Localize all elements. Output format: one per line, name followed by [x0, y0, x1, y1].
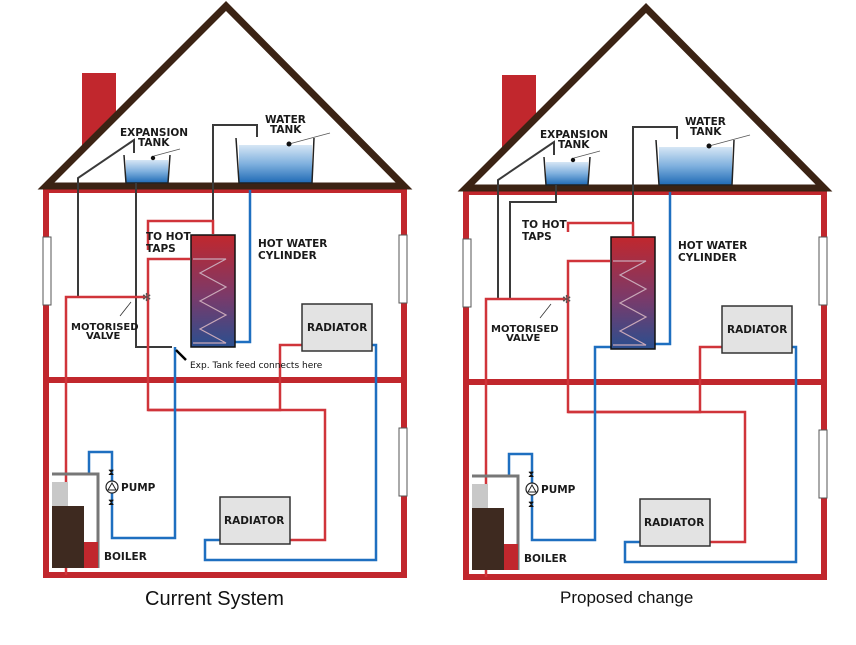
boiler-cupboard	[472, 474, 520, 570]
float-ball	[706, 143, 712, 149]
boiler-unit	[472, 508, 504, 570]
label-expansion-tank: EXPANSION	[540, 129, 608, 141]
label-water-tank-2: TANK	[270, 124, 302, 136]
caption-current-system: Current System	[145, 588, 284, 610]
label-pump: PUMP	[541, 484, 576, 496]
hot-pipe-rad-up	[698, 345, 722, 382]
cold-pipe-return	[87, 347, 177, 540]
hot-pipe-rad-down	[148, 408, 327, 542]
label-boiler: BOILER	[104, 551, 147, 563]
hot-pipe-taps	[146, 219, 215, 250]
window-left	[462, 238, 472, 308]
label-motorised-valve: MOTORISED	[491, 324, 559, 335]
hot-pipe-rad-down	[568, 410, 747, 544]
boiler-base	[504, 544, 518, 570]
pump-valve-top: ⧗	[528, 469, 534, 479]
feed-pipe-vent	[77, 138, 135, 297]
water-tank-outline	[235, 137, 315, 184]
motorised-valve-icon: ✻	[142, 292, 151, 304]
boiler-flue	[472, 484, 488, 508]
float-ball	[570, 157, 576, 163]
radiator-lower	[639, 498, 711, 547]
label-hot-water-cylinder-2: CYLINDER	[258, 250, 317, 262]
label-motorised-valve-2: VALVE	[86, 331, 121, 342]
window-right-lower	[818, 429, 828, 499]
water-tank-water	[239, 145, 312, 183]
boiler-cupboard	[52, 472, 100, 568]
label-to-hot-taps-2: TAPS	[522, 231, 552, 243]
diagram-proposed: ✻ ⧗ ⧗ EXPANSION TANK WATER TANK TO HOT T…	[457, 3, 833, 580]
pump-valve-bottom: ⧗	[528, 499, 534, 509]
label-motorised-valve: MOTORISED	[71, 322, 139, 333]
pump-arrow	[527, 483, 537, 493]
cylinder-coil	[613, 260, 648, 346]
float-ball	[286, 141, 292, 147]
float-arm	[708, 134, 751, 147]
valve-leader	[539, 303, 552, 319]
diagram-current: ✻ ⧗ ⧗ EXPANSION TANK WATER TANK TO HOT T…	[37, 1, 413, 578]
window-right-upper	[818, 236, 828, 306]
label-radiator-lower: RADIATOR	[224, 515, 284, 527]
feed-pipe-cold	[212, 124, 258, 234]
water-tank-water	[659, 147, 732, 185]
caption-proposed-change: Proposed change	[560, 588, 694, 607]
motorised-valve-icon: ✻	[562, 294, 571, 306]
annotation-arrow	[175, 349, 187, 361]
expansion-tank-outline	[543, 156, 591, 186]
window-right-lower	[398, 427, 408, 497]
radiator-lower	[219, 496, 291, 545]
boiler-unit	[52, 506, 84, 568]
valve-leader	[119, 301, 132, 317]
label-hot-water-cylinder-2: CYLINDER	[678, 252, 737, 264]
cold-pipe-rad-return	[203, 343, 378, 562]
pump-valve-bottom: ⧗	[108, 497, 114, 507]
annotation-exp-tank-feed: Exp. Tank feed connects here	[190, 361, 323, 371]
label-water-tank: WATER	[265, 114, 306, 126]
water-tank-outline	[655, 139, 735, 186]
label-water-tank: WATER	[685, 116, 726, 128]
label-to-hot-taps: TO HOT	[146, 231, 191, 243]
label-hot-water-cylinder: HOT WATER	[678, 240, 747, 252]
label-radiator-upper: RADIATOR	[307, 322, 367, 334]
radiator-upper	[301, 303, 373, 352]
label-radiator-lower: RADIATOR	[644, 517, 704, 529]
pump-arrow	[107, 481, 117, 491]
float-arm	[288, 132, 331, 145]
window-left	[42, 236, 52, 306]
radiator-upper	[721, 305, 793, 354]
label-expansion-tank-2: TANK	[138, 137, 170, 149]
feed-pipe-expansion	[135, 183, 172, 348]
label-pump: PUMP	[121, 482, 156, 494]
hot-water-cylinder	[610, 236, 656, 350]
label-to-hot-taps-2: TAPS	[146, 243, 176, 255]
feed-pipe-expansion	[509, 185, 557, 299]
window-right-upper	[398, 234, 408, 304]
pump-valve-top: ⧗	[108, 467, 114, 477]
cylinder-coil	[193, 258, 228, 344]
label-expansion-tank-2: TANK	[558, 139, 590, 151]
label-to-hot-taps: TO HOT	[522, 219, 567, 231]
label-water-tank-2: TANK	[690, 126, 722, 138]
float-arm	[153, 148, 181, 157]
expansion-tank-outline	[123, 154, 171, 184]
boiler-base	[84, 542, 98, 568]
label-expansion-tank: EXPANSION	[120, 127, 188, 139]
cold-pipe-return	[507, 345, 611, 542]
feed-pipe-vent	[497, 140, 555, 299]
expansion-tank-water	[546, 162, 588, 185]
boiler-flue	[52, 482, 68, 506]
feed-pipe-cold	[632, 126, 678, 236]
cold-pipe-rad-return	[623, 345, 798, 564]
hot-pipe-rad-up	[278, 343, 302, 380]
float-ball	[150, 155, 156, 161]
hot-pipe-taps	[566, 221, 635, 236]
label-radiator-upper: RADIATOR	[727, 324, 787, 336]
label-boiler: BOILER	[524, 553, 567, 565]
expansion-tank-water	[126, 160, 168, 183]
label-motorised-valve-2: VALVE	[506, 333, 541, 344]
float-arm	[573, 150, 601, 159]
label-hot-water-cylinder: HOT WATER	[258, 238, 327, 250]
hot-water-cylinder	[190, 234, 236, 348]
